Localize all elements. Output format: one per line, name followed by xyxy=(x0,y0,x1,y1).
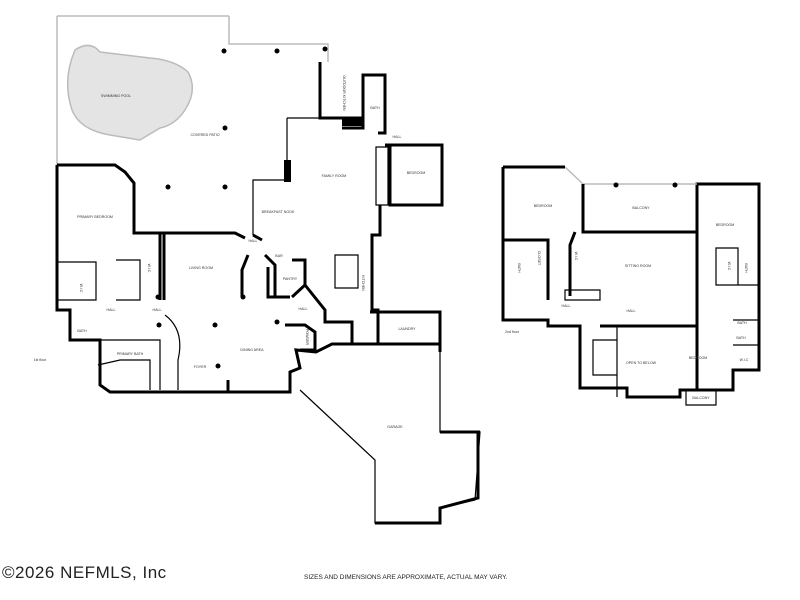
first-floor-labels: SWIMMING POOL COVERED PATIO OUTDOOR KITC… xyxy=(34,75,426,429)
room-label: PRIMARY BATH xyxy=(117,352,144,356)
first-floor-plan xyxy=(55,15,481,525)
room-label: HALL xyxy=(627,309,636,313)
floor-caption: 2nd floor xyxy=(505,330,520,334)
second-floor-plan xyxy=(501,165,761,406)
room-label: HALL xyxy=(393,135,402,139)
room-label: OUTDOOR KITCHEN xyxy=(342,75,346,111)
room-label: GARAGE xyxy=(387,425,403,429)
room-label: BATH xyxy=(77,329,87,333)
room-label: PRIMARY BEDROOM xyxy=(77,215,113,219)
swimming-pool xyxy=(66,44,194,141)
copyright-watermark: ©2026 NEFMLS, Inc xyxy=(2,563,167,582)
room-label: HALL xyxy=(249,239,258,243)
room-label: BEDROOM xyxy=(716,223,735,227)
room-label: OPEN TO BELOW xyxy=(626,361,657,365)
room-label: PANTRY xyxy=(283,277,298,281)
room-label: W.I.C xyxy=(79,284,83,293)
room-label: POWDER xyxy=(305,329,309,346)
room-label: BATH xyxy=(737,321,747,325)
room-label: LAUNDRY xyxy=(398,327,416,331)
second-floor-labels: BEDROOM BALCONY BEDROOM BATH CLOSET W.I.… xyxy=(505,204,749,400)
room-label: HALL xyxy=(107,308,116,312)
room-label: BATH xyxy=(517,263,521,273)
room-label: W.I.C xyxy=(727,262,731,271)
room-label: W.I.C xyxy=(740,358,749,362)
room-label: HALL xyxy=(299,307,308,311)
room-label: BEDROOM xyxy=(407,171,426,175)
room-label: HALL xyxy=(562,304,571,308)
floor-caption: 1st floor xyxy=(34,358,48,362)
disclaimer: SIZES AND DIMENSIONS ARE APPROXIMATE, AC… xyxy=(304,574,508,581)
room-label: BALCONY xyxy=(632,206,650,210)
room-label: BREAKFAST NOOK xyxy=(262,210,295,214)
room-label: HALL xyxy=(153,308,162,312)
room-label: BATH xyxy=(736,336,746,340)
room-label: DINING AREA xyxy=(240,348,264,352)
room-label: SITTING ROOM xyxy=(625,264,651,268)
room-label: BEDROOM xyxy=(534,204,553,208)
room-label: BATH xyxy=(744,263,748,273)
room-label: CLOSET xyxy=(537,251,541,266)
room-label: W.I.C xyxy=(147,264,151,273)
room-label: FOYER xyxy=(194,365,207,369)
room-label: LIVING ROOM xyxy=(189,266,213,270)
room-label: FAMILY ROOM xyxy=(322,174,347,178)
room-label: W.I.C xyxy=(574,252,578,261)
room-label: SWIMMING POOL xyxy=(101,94,131,98)
room-label: BALCONY xyxy=(692,396,710,400)
room-label: KITCHEN xyxy=(361,275,365,291)
room-label: BEDROOM xyxy=(689,356,708,360)
room-label: BAR xyxy=(275,254,283,258)
room-label: COVERED PATIO xyxy=(190,133,219,137)
room-label: BATH xyxy=(370,106,380,110)
